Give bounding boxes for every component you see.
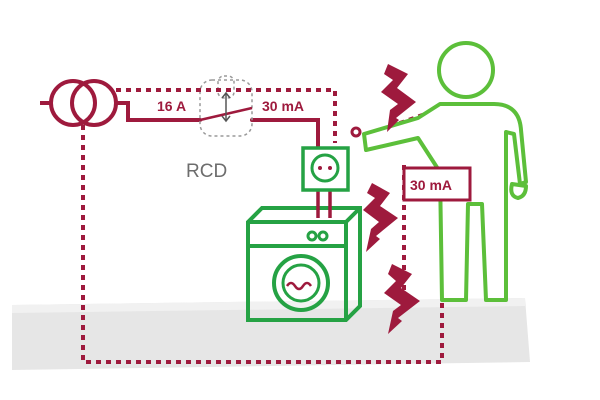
leakage-current-label: 30 mA: [410, 177, 452, 193]
lightning-bolt-icon: [363, 64, 420, 334]
breaker-rating-label: 16 A: [157, 98, 186, 114]
floor: [12, 298, 530, 370]
socket-icon: [301, 146, 350, 192]
transformer-icon: [40, 79, 118, 127]
rcd-rating-label: 30 mA: [262, 98, 304, 114]
appliance-cord: [316, 190, 332, 218]
contact-point: [350, 126, 362, 138]
live-wire: [114, 101, 320, 150]
rcd-name-label: RCD: [186, 161, 227, 182]
person-icon: [362, 41, 528, 302]
leakage-current-box: 30 mA: [402, 166, 472, 202]
washing-machine-icon: [246, 206, 362, 322]
washing-machine-drum-wave: [285, 281, 313, 291]
rcd-arrow-icon: [221, 91, 231, 123]
